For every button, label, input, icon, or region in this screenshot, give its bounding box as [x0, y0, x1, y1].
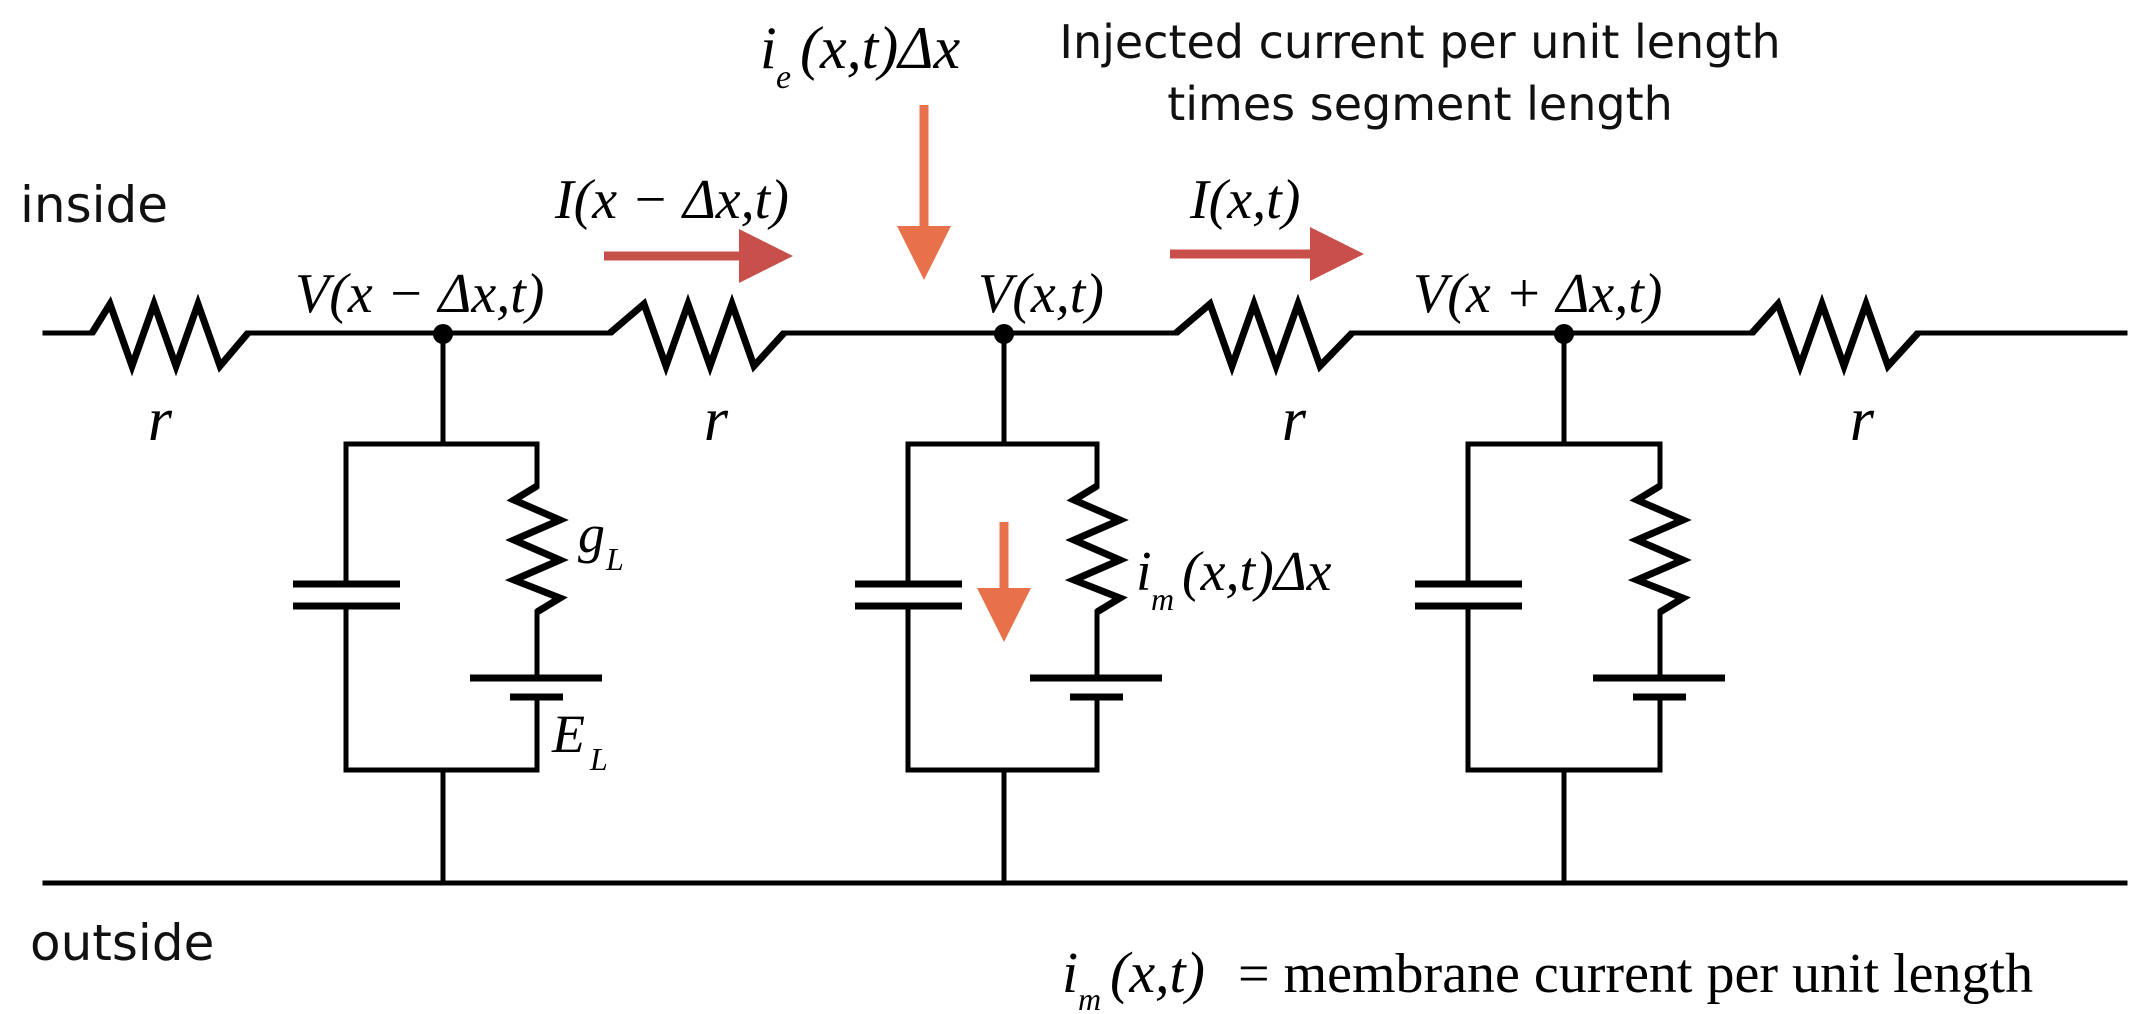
- resistor-label-r: r: [1850, 386, 1875, 454]
- inside-label: inside: [20, 176, 168, 234]
- voltage-label-left: V(x − Δx,t): [295, 263, 544, 325]
- membrane-compartment-right: [1415, 324, 1725, 886]
- definition-args: (x,t): [1110, 940, 1205, 1005]
- membrane-compartment-center: [855, 324, 1162, 886]
- membrane-current-label: i m (x,t)Δx: [1136, 541, 1332, 617]
- voltage-label-center: V(x,t): [978, 263, 1104, 325]
- axial-resistor-1: [89, 293, 251, 377]
- leak-resistor: [1627, 483, 1692, 615]
- axial-current-label-left: I(x − Δx,t): [554, 169, 789, 231]
- conductance-subscript: L: [605, 541, 624, 577]
- membrane-current-definition: i m (x,t) = membrane current per unit le…: [1062, 940, 2033, 1014]
- definition-subscript: m: [1078, 981, 1101, 1014]
- axial-resistor-4: [1749, 293, 1921, 377]
- axial-current-label-right: I(x,t): [1189, 169, 1300, 231]
- membrane-current-args: (x,t)Δx: [1182, 541, 1332, 603]
- membrane-current-subscript: m: [1151, 581, 1174, 617]
- voltage-label-right: V(x + Δx,t): [1413, 263, 1662, 325]
- leak-resistor: [1064, 483, 1129, 615]
- reversal-symbol: E: [551, 704, 585, 764]
- definition-symbol: i: [1062, 940, 1078, 1005]
- membrane-current-symbol: i: [1136, 541, 1152, 603]
- reversal-potential-label: E L: [551, 704, 608, 777]
- resistor-label-r: r: [1282, 386, 1307, 454]
- membrane-compartment-left: [293, 324, 602, 886]
- injected-caption-line1: Injected current per unit length: [1059, 15, 1780, 69]
- injected-current-subscript: e: [776, 59, 791, 96]
- definition-text: = membrane current per unit length: [1238, 943, 2033, 1005]
- resistor-label-r: r: [704, 386, 729, 454]
- reversal-subscript: L: [589, 741, 608, 777]
- axial-resistor-3: [1173, 293, 1355, 377]
- conductance-symbol: g: [578, 504, 605, 564]
- axial-resistor-2: [607, 293, 787, 377]
- injected-current-args: (x,t)Δx: [800, 15, 960, 81]
- injected-current-label: i e (x,t)Δx: [760, 15, 960, 96]
- injected-current-symbol: i: [760, 15, 777, 81]
- injected-caption-line2: times segment length: [1167, 77, 1673, 131]
- conductance-label: g L: [578, 504, 624, 577]
- leak-resistor: [504, 483, 569, 615]
- outside-label: outside: [30, 914, 214, 972]
- resistor-label-r: r: [148, 386, 173, 454]
- inside-rail: [42, 293, 2128, 377]
